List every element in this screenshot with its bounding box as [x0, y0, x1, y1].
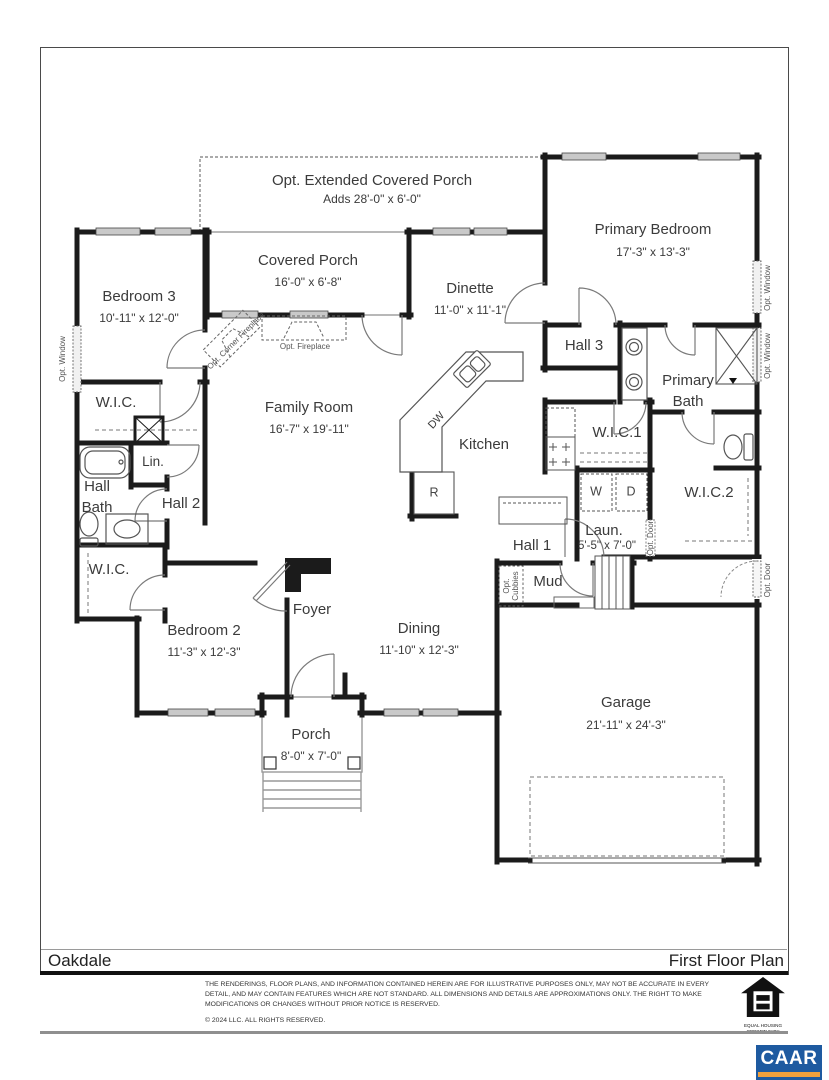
room-dims-garage: 21'-11" x 24'-3" — [586, 717, 666, 732]
room-label-dinette: Dinette — [446, 280, 494, 297]
range-icon — [413, 471, 455, 515]
room-label-dining: Dining — [397, 620, 441, 637]
room-label-wic2: W.I.C.2 — [684, 484, 734, 501]
room-label-garage: Garage — [600, 694, 652, 711]
shower-icon — [715, 327, 758, 385]
room-label-primary-bedroom: Primary Bedroom — [594, 221, 712, 238]
room-dims-opt-extended-porch: Adds 28'-0" x 6'-0" — [323, 191, 421, 206]
toilet-primary-bath-icon — [723, 433, 754, 461]
footer-bottom-rule — [40, 1031, 788, 1034]
room-dims-dining: 11'-10" x 12'-3" — [379, 642, 459, 657]
room-dims-porch: 8'-0" x 7'-0" — [280, 748, 342, 763]
washer-dryer-icons — [580, 473, 648, 512]
opt-window-label-left: Opt. Window — [58, 336, 68, 382]
room-label-wic1: W.I.C.1 — [592, 424, 642, 441]
optional-doors — [645, 519, 762, 599]
mud-bench-icon — [553, 596, 595, 609]
pantry-icon — [545, 407, 576, 471]
room-label-kitchen: Kitchen — [458, 436, 510, 453]
room-dims-family-room: 16'-7" x 19'-11" — [269, 421, 349, 436]
opt-extended-porch-outline — [199, 156, 543, 232]
opt-cubbies-label: Opt. Cubbies — [501, 571, 520, 601]
room-label-hall1: Hall 1 — [512, 537, 552, 554]
room-dims-dinette: 11'-0" x 11'-1" — [433, 302, 507, 317]
copyright-text: © 2024 LLC. ALL RIGHTS RESERVED. — [205, 1017, 326, 1024]
plan-bottom-rule — [41, 949, 787, 950]
room-dims-covered-porch: 16'-0" x 6'-8" — [274, 274, 342, 289]
opt-fireplace-label: Opt. Fireplace — [279, 342, 331, 352]
room-label-primary-bath: Primary Bath — [662, 372, 714, 410]
equal-housing-house-icon — [741, 977, 785, 1017]
room-label-wic-bedroom3: W.I.C. — [95, 394, 137, 411]
room-dims-bedroom2: 11'-3" x 12'-3" — [167, 644, 241, 659]
room-dims-primary-bedroom: 17'-3" x 13'-3" — [616, 244, 690, 259]
bathtub-icon — [79, 446, 131, 479]
room-label-hall-bath: Hall Bath — [81, 478, 113, 516]
opt-window-label-right-upper: Opt. Window — [763, 265, 773, 311]
toilet-hall-bath-icon — [79, 511, 99, 547]
kitchen-counter-icon — [498, 496, 568, 525]
room-label-hall3: Hall 3 — [564, 337, 604, 354]
room-label-bedroom2: Bedroom 2 — [167, 622, 241, 639]
plan-name: Oakdale — [48, 951, 112, 970]
washer-label: W — [590, 484, 602, 499]
opt-door-label-laundry: Opt. Door — [646, 520, 656, 556]
disclaimer-text: THE RENDERINGS, FLOOR PLANS, AND INFORMA… — [205, 981, 709, 1009]
room-label-foyer: Foyer — [292, 601, 332, 618]
sheet-title: First Floor Plan — [668, 951, 784, 970]
caar-logo: CAAR — [756, 1045, 822, 1080]
porch-posts — [263, 756, 361, 770]
windows — [95, 152, 741, 717]
dryer-label: D — [626, 484, 636, 499]
garage-door-icon — [528, 776, 726, 864]
opt-cubbies-icon — [498, 565, 524, 607]
room-label-hall2: Hall 2 — [161, 495, 201, 512]
room-label-family-room: Family Room — [264, 399, 354, 416]
opt-fireplace-icon — [261, 315, 347, 341]
title-block-rule — [40, 971, 788, 975]
room-label-bedroom3: Bedroom 3 — [102, 288, 176, 305]
chase-icon — [133, 415, 165, 445]
caar-logo-stripe — [758, 1072, 820, 1077]
porch-outlines — [208, 231, 410, 812]
range-label: R — [429, 485, 439, 500]
vanity-primary-bath-icon — [621, 327, 648, 401]
doors — [129, 282, 715, 698]
room-label-wic-bedroom2: W.I.C. — [88, 561, 130, 578]
room-label-covered-porch: Covered Porch — [257, 252, 359, 269]
room-label-mud: Mud — [533, 573, 563, 590]
equal-housing-logo: EQUAL HOUSING OPPORTUNITY — [737, 977, 789, 1034]
room-label-laundry: Laun. — [585, 522, 623, 539]
room-dims-bedroom3: 10'-11" x 12'-0" — [99, 310, 179, 325]
opt-window-label-right-lower: Opt. Window — [763, 333, 773, 379]
kitchen-island-icon — [399, 350, 524, 473]
opt-door-label-garage: Opt. Door — [763, 562, 773, 598]
wall-pillar — [285, 558, 331, 592]
room-dims-laundry: 5'-5" x 7'-0" — [578, 540, 636, 553]
room-label-linen: Lin. — [142, 453, 164, 469]
stairs-icon — [594, 555, 631, 610]
caar-logo-text: CAAR — [760, 1048, 818, 1069]
room-label-porch: Porch — [291, 726, 331, 743]
room-label-opt-extended-porch: Opt. Extended Covered Porch — [271, 172, 473, 189]
closet-rods — [87, 429, 754, 616]
sink-hall-bath-icon — [105, 513, 149, 545]
